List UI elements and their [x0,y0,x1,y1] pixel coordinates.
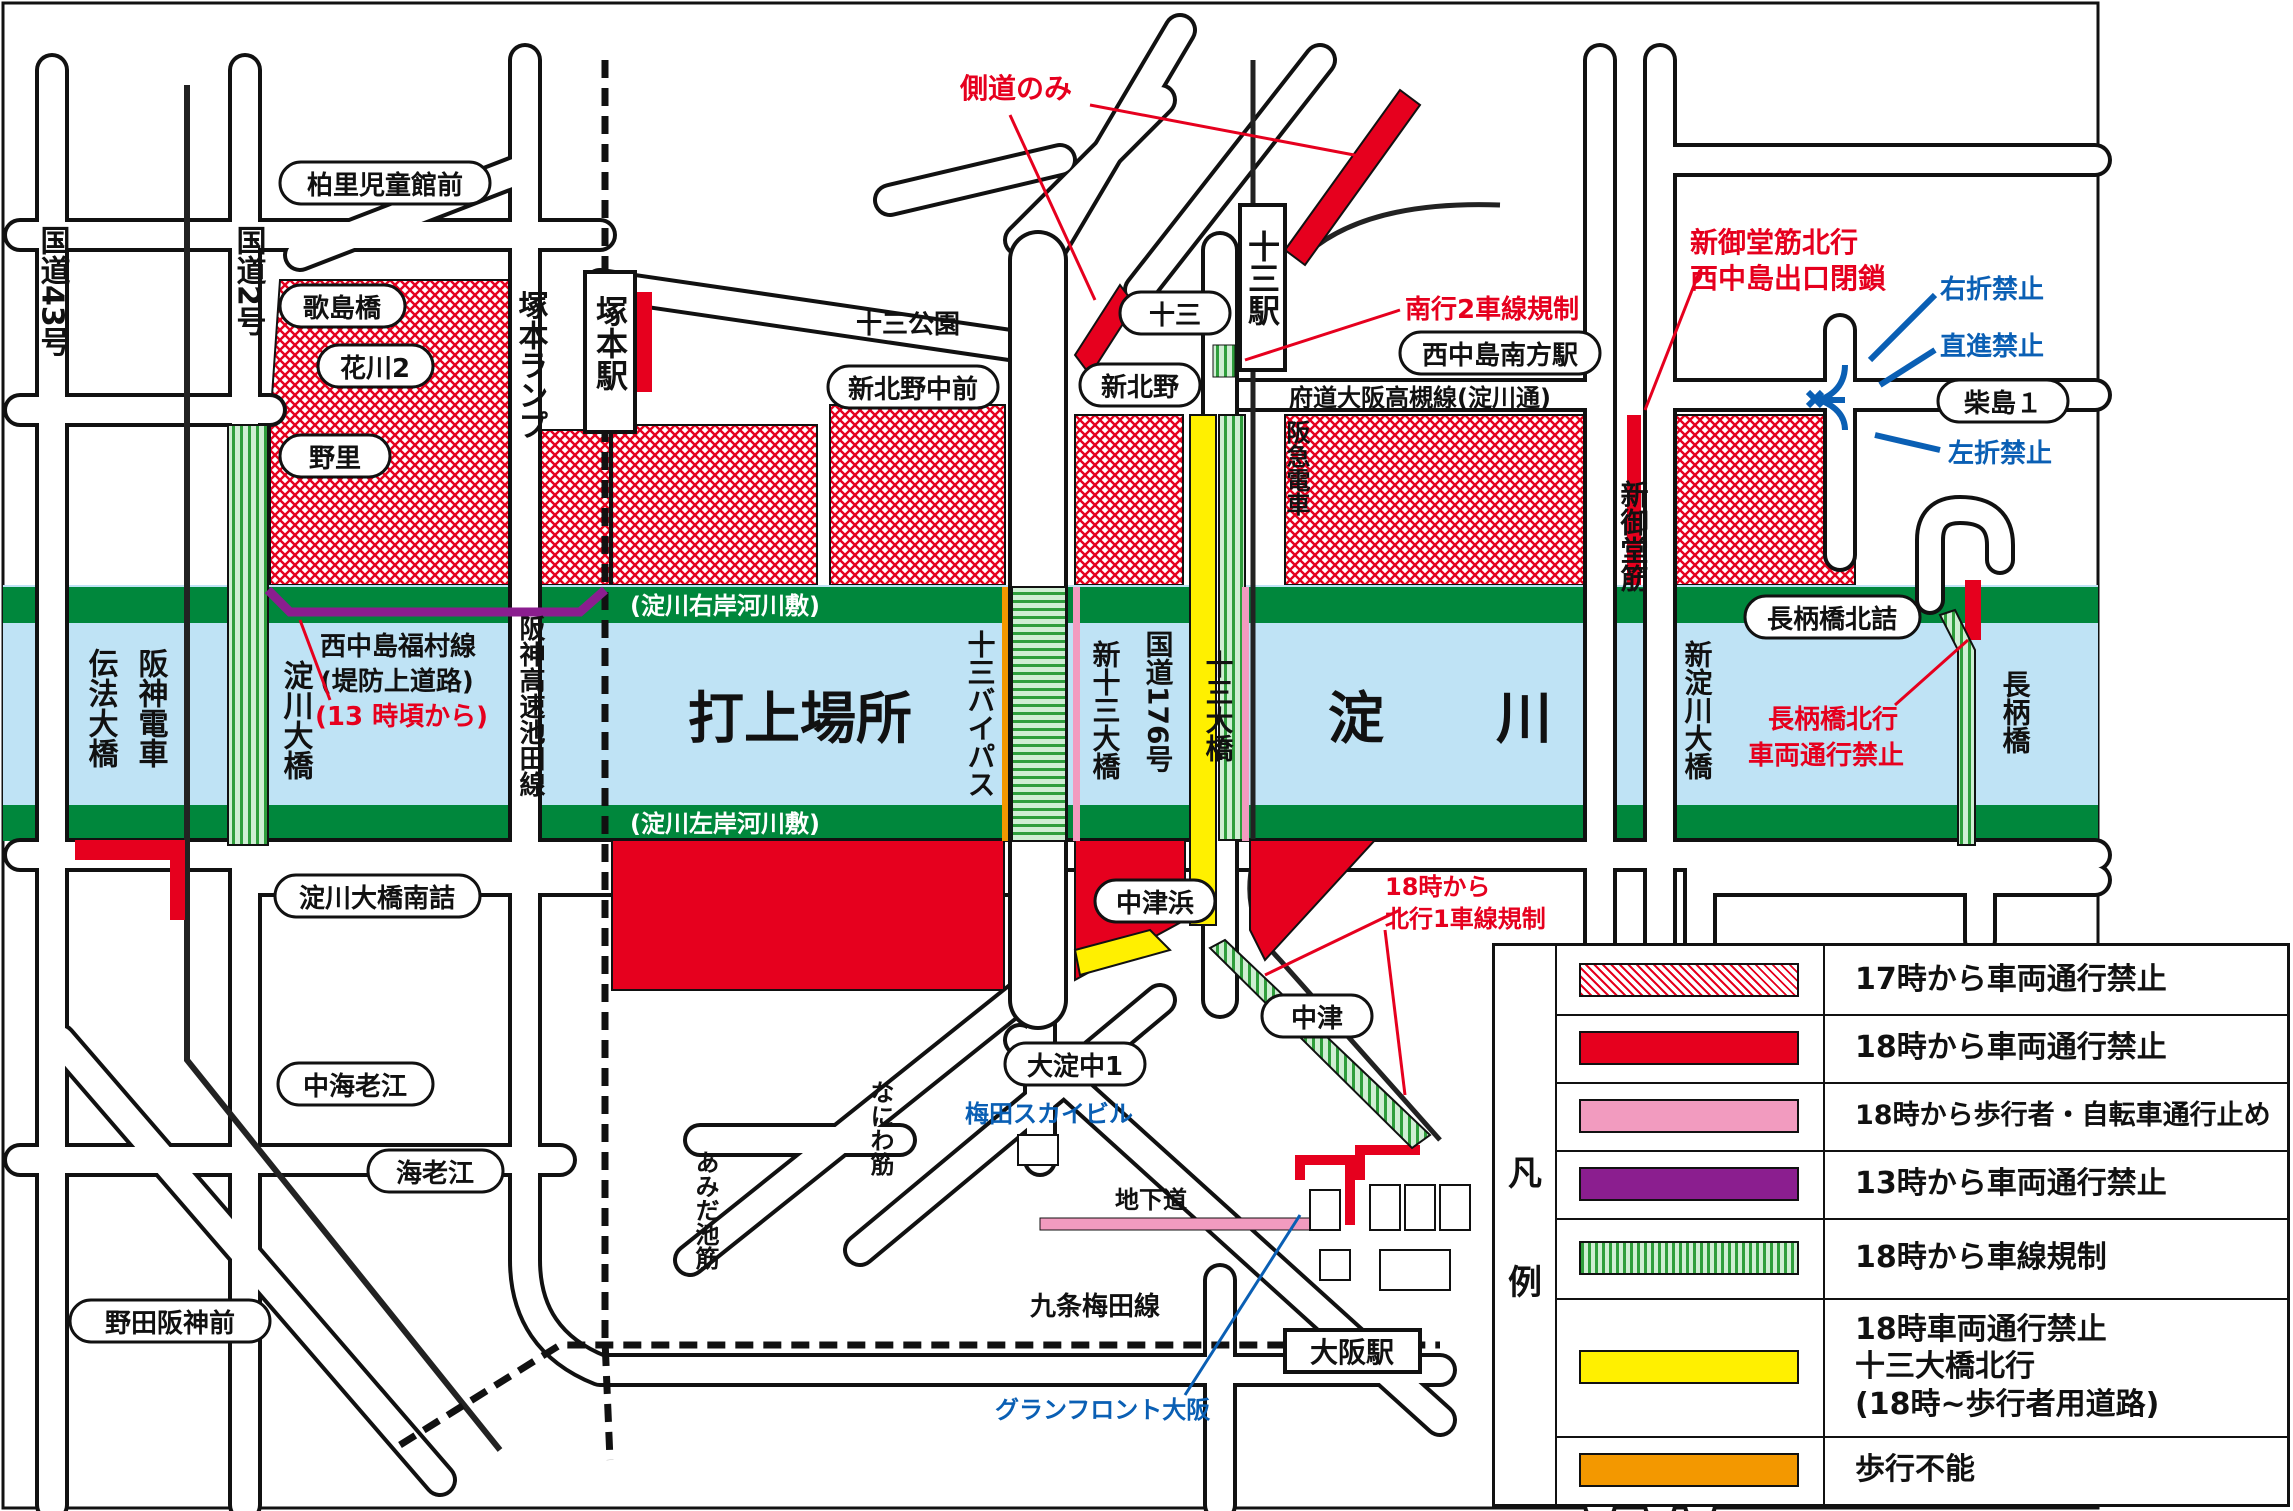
legend-label: 18時から歩行者・自転車通行止め [1855,1100,2271,1132]
route2-label: 国道2号 [231,225,267,336]
legend-label: 18時から車両通行禁止 [1855,1030,2167,1066]
shinmido-label-2: 西中島出口閉鎖 [1690,262,1886,295]
naniwasuji-label: なにわ筋 [866,1080,895,1177]
bridges [227,344,1976,1231]
legend-row: 13時から車両通行禁止 [1555,1150,2287,1220]
legend-row: 歩行不能 [1555,1436,2287,1504]
naka-ebie-label: 中海老江 [303,1072,407,1102]
kujo-umeda-label: 九条梅田線 [1029,1291,1160,1322]
legend: 凡 例 17時から車両通行禁止 18時から車両通行禁止 18時から歩行者・自転車… [1492,943,2290,1507]
legend-swatch-orange [1579,1453,1799,1487]
nozato-label: 野里 [309,444,361,474]
juso-ohashi-label: 十三大橋 [1202,650,1235,762]
yodogawa-ohashi-label: 淀川大橋 [278,660,314,780]
hanakawa2-label: 花川2 [340,354,410,384]
shin-juso-label: 新十三大橋 [1089,640,1122,780]
nishinakajima-label-1: 西中島福村線 [320,631,476,662]
uchiage-label: 打上場所 [688,687,912,752]
legend-swatch-purple [1579,1167,1799,1201]
juso-koen-label: 十三公園 [856,310,960,340]
legend-label: 歩行不能 [1855,1452,1975,1488]
hanshin-ikeda-label: 阪神高速池田線 [515,615,545,798]
shinkitano-label: 新北野 [1101,372,1179,403]
right-turn-label: 右折禁止 [1940,275,2044,305]
nagara-label-2: 車両通行禁止 [1748,740,1904,771]
legend-row: 18時から車線規制 [1555,1218,2287,1300]
legend-swatch-pink [1579,1099,1799,1133]
left-turn-label: 左折禁止 [1948,439,2052,469]
legend-title-1: 凡 [1508,1154,1542,1194]
legend-label: 17時から車両通行禁止 [1855,962,2167,998]
route43-label: 国道43号 [35,225,71,357]
legend-swatch-hatch [1579,963,1799,997]
juso-bypass-label: 十三バイパス [964,630,997,798]
grand-front-label: グランフロント大阪 [995,1396,1210,1424]
legend-title-2: 例 [1508,1263,1542,1303]
tsukamoto-ramp-label: 塚本ランプ [513,290,549,440]
denpo-label: 伝法大橋 [83,648,119,768]
hankyu-label: 阪急電車 [1282,420,1310,516]
buildings [1017,1134,1471,1291]
nagarabashi-label: 長柄橋 [1999,670,2032,754]
shin-midosuji-label: 新御堂筋 [1617,480,1650,593]
annotations: 側道のみ 南行2車線規制 新御堂筋北行 西中島出口閉鎖 右折禁止 直進禁止 左折… [298,72,2052,1396]
legend-swatch-red [1579,1031,1799,1065]
shinmido-label-1: 新御堂筋北行 [1690,226,1858,259]
closure-zones-18 [75,88,1981,1225]
tsukamoto-eki-label: 塚本駅 [591,295,629,392]
amidaike-label: あみだ池筋 [691,1150,720,1271]
right-bank-label: (淀川右岸河川敷) [630,592,820,620]
station-boxes [583,203,1422,1374]
legend-swatch-stripes [1579,1241,1799,1275]
legend-row: 18時から車両通行禁止 [1555,1014,2287,1084]
umeda-sky-label: 梅田スカイビル [965,1100,1133,1128]
minami-2lane-label: 南行2車線規制 [1405,294,1579,325]
fudo-label: 府道大阪高槻線(淀川通) [1289,384,1551,412]
chikado-label: 地下道 [1115,1186,1187,1214]
hanshin-densha-label: 阪神電車 [133,648,169,768]
nishinakajima-minami-label: 西中島南方駅 [1422,340,1578,371]
nakatsu-label: 中津 [1291,1004,1343,1034]
osaka-eki-label: 大阪駅 [1310,1336,1394,1369]
turn-prohibition-icon [1805,292,1941,453]
oyodo-naka-label: 大淀中1 [1027,1051,1123,1082]
sokudo-nomi-label: 側道のみ [959,72,1072,105]
north1-label-2: 北行1車線規制 [1385,905,1546,933]
vertical-labels: 国道43号 国道2号 塚本ランプ 阪神高速池田線 塚本駅 十三駅 阪急電車 新御… [35,225,2032,1271]
utajima-label: 歌島橋 [303,294,382,324]
north1-label-1: 18時から [1385,873,1490,901]
shin-yodogawa-label: 新淀川大橋 [1681,640,1714,780]
left-bank-label: (淀川左岸河川敷) [630,810,820,838]
legend-row: 18時車両通行禁止 十三大橋北行 (18時~歩行者用道路) [1555,1298,2287,1438]
legend-label: 13時から車両通行禁止 [1855,1166,2167,1202]
legend-label: 18時から車線規制 [1855,1240,2107,1276]
juso-circle-label: 十三 [1149,301,1201,331]
yodogawa-label: 淀 川 [1328,687,1552,752]
nagara-label-1: 長柄橋北行 [1768,704,1898,735]
yodogawa-ohashi-minami-label: 淀川大橋南詰 [299,883,455,914]
straight-label: 直進禁止 [1940,332,2044,362]
legend-row: 17時から車両通行禁止 [1555,946,2287,1016]
legend-row: 18時から歩行者・自転車通行止め [1555,1082,2287,1152]
place-pills: 柏里児童館前 歌島橋 花川2 野里 十三公園 新北野中前 十三 新北野 西中島南… [68,160,2070,1424]
shibajima-label: 柴島１ [1963,389,2042,419]
shinkitano-naka-label: 新北野中前 [848,374,978,405]
ebie-label: 海老江 [396,1159,474,1189]
juso-eki-label: 十三駅 [1243,230,1281,327]
legend-title: 凡 例 [1495,946,1557,1504]
nagarabashi-kitazume-label: 長柄橋北詰 [1767,604,1897,635]
kashiwazato-label: 柏里児童館前 [307,170,463,201]
nishinakajima-label-3: (13 時頃から) [315,702,488,732]
noda-hanshin-label: 野田阪神前 [105,1308,235,1339]
route176-label: 国道176号 [1142,630,1175,772]
legend-swatch-yellow [1579,1350,1799,1384]
nakatsuhama-label: 中津浜 [1116,889,1194,919]
legend-label: 18時車両通行禁止 十三大橋北行 (18時~歩行者用道路) [1855,1311,2160,1422]
nishinakajima-label-2: (堤防上道路) [320,666,474,697]
